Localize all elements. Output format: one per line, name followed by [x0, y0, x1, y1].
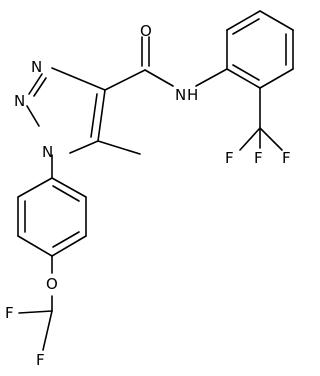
bond-c5-c4-inner [90, 93, 98, 138]
bond-n1-n2-inner [33, 77, 47, 97]
bond-n3-c5 [69, 140, 99, 154]
atom-chf2-f-left: F [5, 304, 14, 322]
difluoromethoxy-group [18, 255, 53, 351]
upper-phenyl-ring [226, 10, 294, 89]
bond-br1-inner [52, 185, 80, 202]
bond-n1-n2 [28, 73, 43, 95]
trifluoromethyl-group [239, 87, 283, 151]
atom-n-ring-3: N [42, 143, 53, 161]
atom-n-ring-2: N [14, 92, 25, 110]
atom-carbonyl-o: O [140, 22, 152, 40]
bond-ar6 [226, 68, 261, 89]
bond-ar2-inner [232, 18, 260, 35]
atom-n-ring-1: N [31, 58, 42, 76]
bond-br6 [17, 177, 53, 198]
bond-ar2 [226, 10, 261, 31]
atom-ether-o: O [46, 275, 58, 293]
bond-ar5 [259, 68, 294, 89]
atom-cf3-f-left: F [225, 149, 234, 167]
bond-methyl [97, 140, 141, 155]
bond-c4-carbonyl [104, 69, 146, 91]
bond-cf3-f-right [259, 127, 283, 151]
bond-c5-c4 [97, 89, 106, 142]
lower-phenyl-ring [17, 154, 87, 257]
molecule-drawing: N N N O N H F F F O F F [5, 10, 294, 369]
bond-n2-n3 [26, 105, 40, 127]
bond-br3-inner [52, 231, 80, 248]
bond-n-aryl [195, 68, 228, 87]
bond-c4-n1 [51, 67, 106, 91]
triazole-ring [26, 67, 106, 154]
structure-canvas: N N N O N H F F F O F F [5, 10, 294, 369]
carboxamide-group [104, 36, 228, 91]
atom-amide-h: H [187, 86, 198, 104]
atom-chf2-f-bottom: F [36, 351, 45, 369]
atom-amide-n: N [175, 86, 186, 104]
bond-br1 [51, 177, 87, 198]
bond-ar3 [259, 10, 294, 31]
bond-ar6-inner [232, 64, 260, 81]
bond-chf2-f-left [18, 310, 53, 314]
atom-cf3-f-top: F [254, 149, 263, 167]
bond-br4 [17, 235, 53, 257]
bond-carbonyl-n [144, 69, 174, 87]
bond-br3 [51, 235, 87, 257]
bond-cf3-f-left [239, 127, 261, 151]
bond-chf2-f-bottom [42, 310, 53, 351]
atom-cf3-f-right: F [282, 149, 291, 167]
